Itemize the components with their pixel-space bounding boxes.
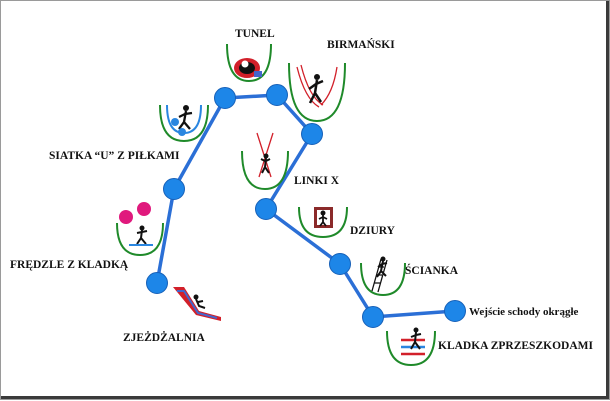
node-scianka[interactable] [329,253,351,275]
node-kladka[interactable] [362,306,384,328]
label-fredzle: FRĘDZLE Z KLADKĄ [10,259,129,271]
label-kladka: KLADKA ZPRZESZKODAMI [438,340,593,352]
label-zjezdzalnia: ZJEŻDŻALNIA [123,330,205,344]
node-birmanski[interactable] [301,123,323,145]
label-scianka: ŚCIANKA [405,263,459,277]
label-linki: LINKI X [294,175,340,187]
tunnel-icon [226,43,272,83]
node-siatka[interactable] [214,87,236,109]
x-ropes-icon [241,132,289,191]
obstacle-footbridge-icon [386,327,436,367]
node-zjezdzalnia[interactable] [146,272,168,294]
node-linki[interactable] [255,198,277,220]
label-dziury: DZIURY [350,225,396,237]
label-siatka: SIATKA “U” Z PIŁKAMI [49,150,180,162]
node-fredzle[interactable] [163,178,185,200]
burmese-bridge-icon [288,62,346,123]
label-wejscie: Wejście schody okrągłe [469,306,578,318]
node-tunel[interactable] [266,84,288,106]
climbing-wall-icon [360,256,406,297]
holes-icon [298,206,348,239]
u-net-with-balls-icon [159,104,209,143]
label-tunel: TUNEL [235,28,275,40]
node-wejscie[interactable] [444,300,466,322]
tassels-with-footbridge-icon [116,202,164,257]
slide-icon [173,287,221,321]
label-birmanski: BIRMAŃSKI [327,37,395,51]
route-nodes [146,84,466,328]
